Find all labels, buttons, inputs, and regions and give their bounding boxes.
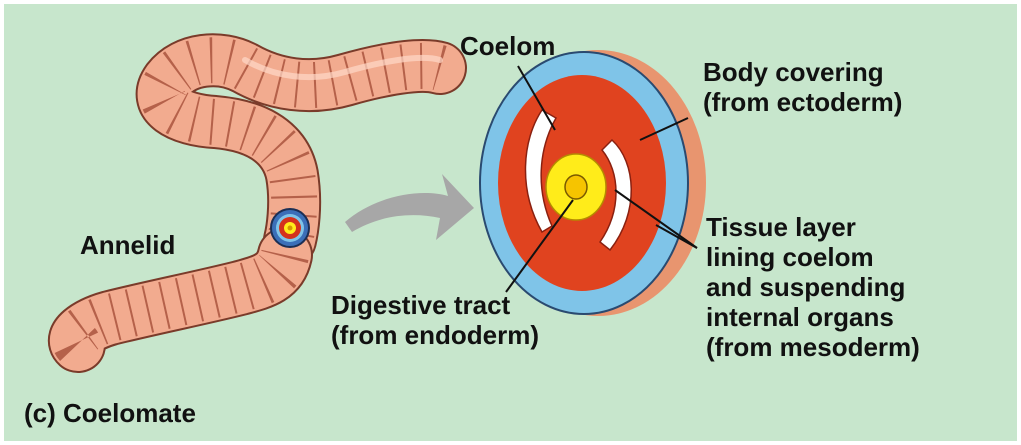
body-covering-label: Body covering (from ectoderm): [703, 57, 902, 117]
digestive-tract-label: Digestive tract (from endoderm): [331, 290, 539, 350]
annelid-label: Annelid: [80, 230, 175, 260]
digestive-tract-lumen: [565, 175, 587, 199]
tissue-layer-label: Tissue layer lining coelom and suspendin…: [706, 212, 920, 362]
enlarged-cross-section: [480, 50, 706, 316]
caption: (c) Coelomate: [24, 398, 196, 428]
coelom-label: Coelom: [460, 31, 555, 61]
worm-cross-section: [271, 209, 309, 247]
